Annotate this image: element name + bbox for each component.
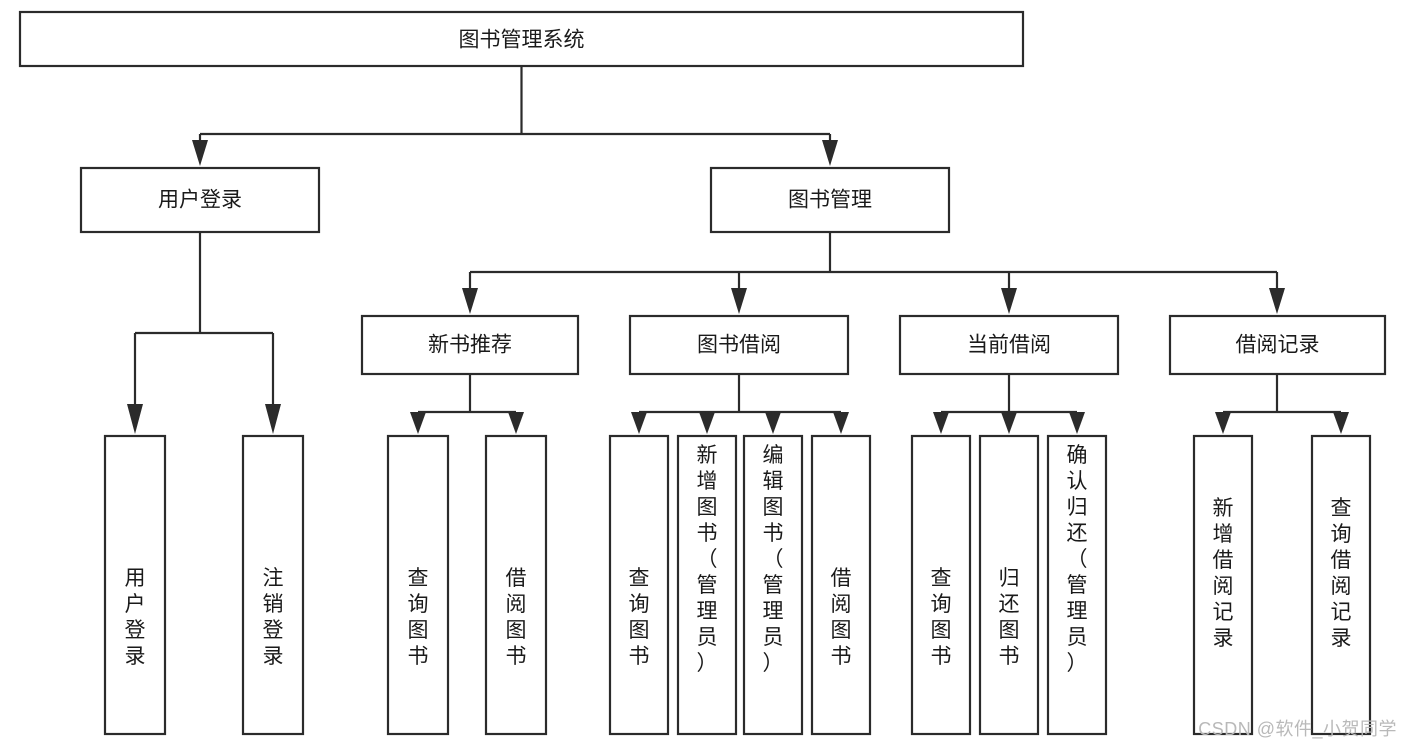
node-leaf-cb-confirm-return-label: 确认归还（管理员）	[1067, 444, 1088, 675]
node-book-management-box	[709, 166, 951, 234]
node-book-management[interactable]: 图书管理	[709, 166, 951, 234]
node-leaf-cb-confirm-return-box	[1046, 434, 1108, 736]
arrow-head-leaf-cb-confirm-return	[1069, 412, 1085, 434]
node-leaf-bb-add-book-box	[676, 434, 738, 736]
node-leaf-user-logout-box	[241, 434, 305, 736]
node-new-book-recommend-box	[360, 314, 580, 376]
node-user-login-box	[79, 166, 321, 234]
csdn-watermark: CSDN @软件_小贺同学	[1198, 719, 1397, 739]
node-leaf-bb-query-book-label: 查询图书	[629, 567, 650, 668]
node-leaf-bb-edit-book-label: 编辑图书（管理员）	[763, 444, 784, 675]
node-user-login-label: 用户登录	[158, 189, 242, 212]
connector-group-borrow-record-to-leaves	[1215, 374, 1349, 434]
node-leaf-user-logout[interactable]: 注销登录	[241, 434, 305, 736]
node-leaf-rec-borrow-book-box	[484, 434, 548, 736]
node-book-borrow-label: 图书借阅	[697, 334, 781, 357]
node-leaf-bb-borrow-book-box	[810, 434, 872, 736]
node-current-borrow-box	[898, 314, 1120, 376]
node-leaf-rec-query-book[interactable]: 查询图书	[386, 434, 450, 736]
connector-group-root-to-level2	[192, 66, 838, 166]
node-leaf-user-logout-label: 注销登录	[263, 567, 284, 668]
node-book-borrow-box	[628, 314, 850, 376]
arrow-head-leaf-br-add-record	[1215, 412, 1231, 434]
node-leaf-cb-query-book[interactable]: 查询图书	[910, 434, 972, 736]
node-borrow-record[interactable]: 借阅记录	[1168, 314, 1387, 376]
node-leaf-bb-edit-book[interactable]: 编辑图书（管理员）	[742, 434, 804, 736]
node-root-system-label: 图书管理系统	[459, 29, 585, 52]
node-leaf-cb-query-book-box	[910, 434, 972, 736]
connector-group-book-borrow-to-leaves	[631, 374, 849, 434]
node-leaf-br-query-record-box	[1310, 434, 1372, 736]
node-leaf-bb-query-book-box	[608, 434, 670, 736]
arrow-head-leaf-bb-add-book	[699, 412, 715, 434]
node-leaf-bb-borrow-book[interactable]: 借阅图书	[810, 434, 872, 736]
node-leaf-bb-edit-book-box	[742, 434, 804, 736]
arrow-head-book-management	[822, 140, 838, 166]
node-borrow-record-label: 借阅记录	[1236, 334, 1320, 357]
node-leaf-cb-return-book-box	[978, 434, 1040, 736]
node-leaf-cb-return-book[interactable]: 归还图书	[978, 434, 1040, 736]
node-leaf-user-login-box	[103, 434, 167, 736]
node-leaf-br-add-record-box	[1192, 434, 1254, 736]
node-leaf-cb-return-book-label: 归还图书	[999, 567, 1020, 668]
node-leaf-br-add-record-label: 新增借阅记录	[1213, 497, 1234, 650]
node-leaf-br-add-record[interactable]: 新增借阅记录	[1192, 434, 1254, 736]
arrow-head-leaf-user-login	[127, 404, 143, 434]
arrow-head-leaf-rec-query-book	[410, 412, 426, 434]
connector-group-new-book-recommend-to-leaves	[410, 374, 524, 434]
arrow-head-leaf-bb-query-book	[631, 412, 647, 434]
node-new-book-recommend-label: 新书推荐	[428, 334, 512, 357]
node-leaf-bb-query-book[interactable]: 查询图书	[608, 434, 670, 736]
node-leaf-rec-query-book-label: 查询图书	[408, 567, 429, 668]
node-new-book-recommend[interactable]: 新书推荐	[360, 314, 580, 376]
arrow-head-leaf-rec-borrow-book	[508, 412, 524, 434]
node-leaf-br-query-record-label: 查询借阅记录	[1331, 497, 1352, 650]
node-leaf-cb-query-book-label: 查询图书	[931, 567, 952, 668]
node-user-login[interactable]: 用户登录	[79, 166, 321, 234]
node-leaf-user-login-label: 用户登录	[125, 567, 146, 668]
connector-group-book-management-to-level3	[462, 232, 1285, 314]
arrow-head-leaf-bb-edit-book	[765, 412, 781, 434]
node-leaf-bb-add-book-label: 新增图书（管理员）	[697, 444, 718, 675]
node-book-borrow[interactable]: 图书借阅	[628, 314, 850, 376]
node-leaf-bb-add-book[interactable]: 新增图书（管理员）	[676, 434, 738, 736]
arrow-head-leaf-bb-borrow-book	[833, 412, 849, 434]
node-root-system-box	[18, 10, 1025, 68]
arrow-head-leaf-br-query-record	[1333, 412, 1349, 434]
arrow-head-leaf-cb-return-book	[1001, 412, 1017, 434]
node-root-system[interactable]: 图书管理系统	[18, 10, 1025, 68]
connector-group-user-login-to-leaves	[127, 232, 281, 434]
node-current-borrow[interactable]: 当前借阅	[898, 314, 1120, 376]
node-leaf-user-login[interactable]: 用户登录	[103, 434, 167, 736]
node-leaf-br-query-record[interactable]: 查询借阅记录	[1310, 434, 1372, 736]
node-borrow-record-box	[1168, 314, 1387, 376]
node-leaf-rec-borrow-book[interactable]: 借阅图书	[484, 434, 548, 736]
connector-group-current-borrow-to-leaves	[933, 374, 1085, 434]
node-leaf-cb-confirm-return[interactable]: 确认归还（管理员）	[1046, 434, 1108, 736]
node-leaf-bb-borrow-book-label: 借阅图书	[831, 567, 852, 668]
node-leaf-rec-query-book-box	[386, 434, 450, 736]
arrow-head-leaf-cb-query-book	[933, 412, 949, 434]
arrow-head-leaf-user-logout	[265, 404, 281, 434]
node-current-borrow-label: 当前借阅	[967, 334, 1051, 357]
node-book-management-label: 图书管理	[788, 189, 872, 212]
arrow-head-user-login	[192, 140, 208, 166]
arrow-head-borrow-record	[1269, 288, 1285, 314]
arrow-head-current-borrow	[1001, 288, 1017, 314]
arrow-head-new-book-recommend	[462, 288, 478, 314]
node-leaf-rec-borrow-book-label: 借阅图书	[506, 567, 527, 668]
arrow-head-book-borrow	[731, 288, 747, 314]
